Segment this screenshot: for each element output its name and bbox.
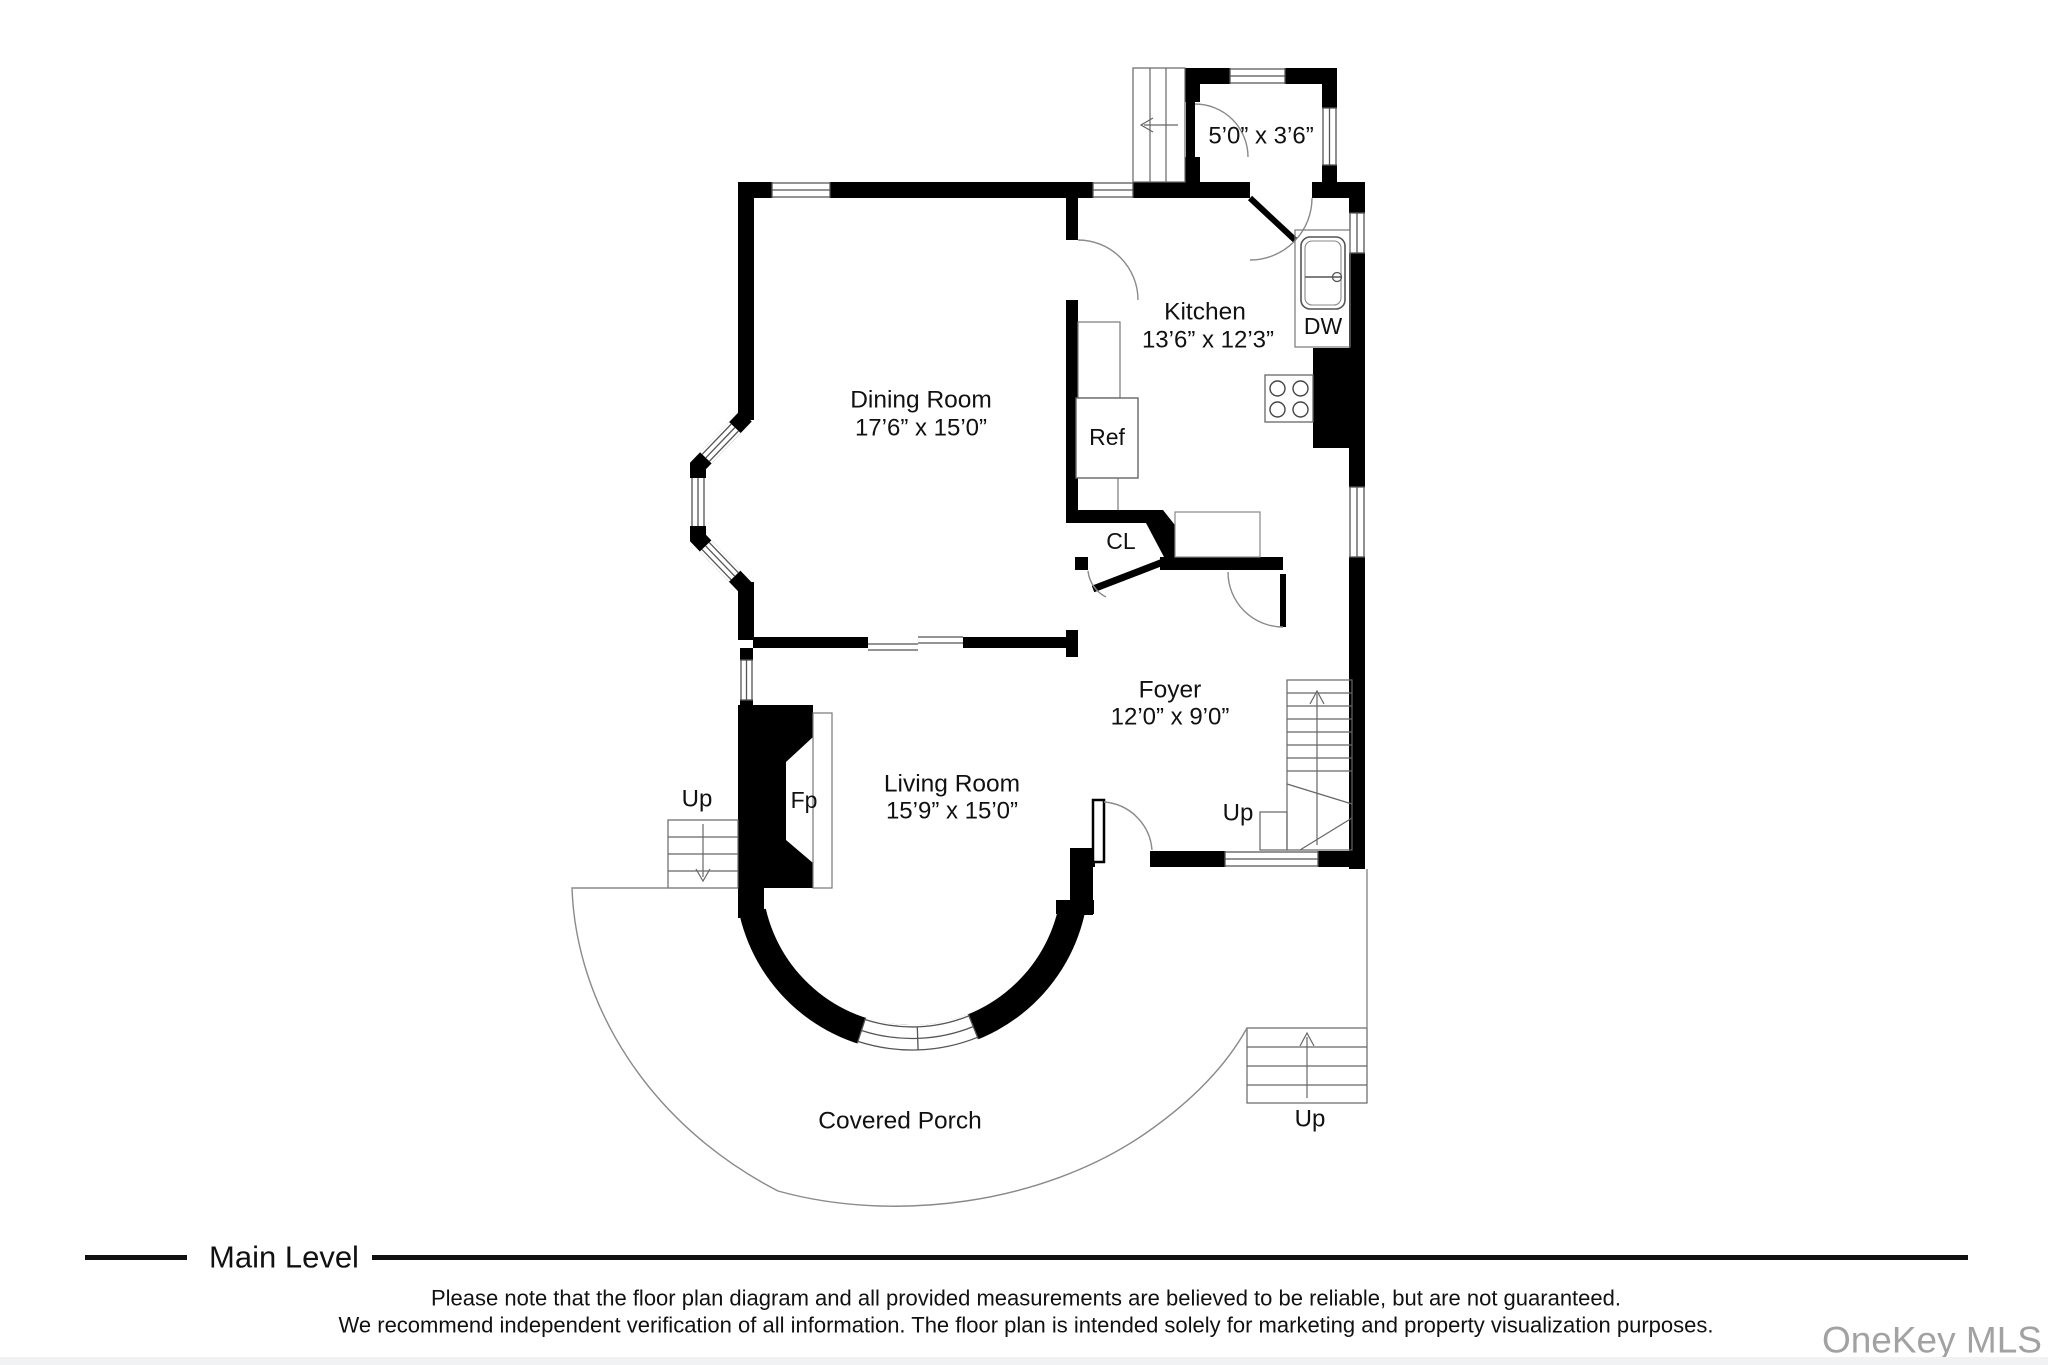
- kitchen-label: Kitchen: [1164, 299, 1246, 326]
- closet-label: CL: [1106, 528, 1136, 554]
- dining-room-label: Dining Room: [850, 387, 992, 414]
- bottom-strip: [0, 1357, 2048, 1365]
- window-icon: [1224, 851, 1319, 867]
- window-icon: [1092, 182, 1134, 198]
- dishwasher-label: DW: [1304, 313, 1343, 339]
- living-room-dims: 15’9” x 15’0”: [886, 798, 1018, 825]
- living-room-label: Living Room: [884, 771, 1020, 798]
- window-icon: [1322, 107, 1337, 166]
- level-rule-right: [372, 1255, 1968, 1260]
- stairs-side: [667, 819, 739, 889]
- refrigerator-label: Ref: [1089, 424, 1125, 450]
- closet-shelf: [1174, 511, 1261, 558]
- dining-room-dims: 17’6” x 15’0”: [855, 415, 987, 442]
- stairs-foyer: [1259, 679, 1353, 851]
- walls: [738, 68, 1365, 918]
- window-icon: [1229, 68, 1286, 84]
- fireplace-label: Fp: [791, 787, 818, 813]
- stove-icon: [1264, 374, 1314, 423]
- stairs-porch: [1246, 1027, 1368, 1104]
- vestibule-dims: 5’0” x 3’6”: [1208, 123, 1313, 150]
- kitchen-dims: 13’6” x 12’3”: [1142, 327, 1274, 354]
- door-icon: [1077, 239, 1139, 301]
- covered-porch-label: Covered Porch: [818, 1108, 981, 1135]
- porch-up-label: Up: [1295, 1106, 1326, 1133]
- stairs-back: [1132, 67, 1186, 183]
- foyer-dims: 12’0” x 9’0”: [1111, 704, 1230, 731]
- living-room-round-bay: [739, 908, 1085, 1054]
- footer: Main Level Please note that the floor pl…: [0, 1240, 2048, 1365]
- labels: 5’0” x 3’6” Kitchen 13’6” x 12’3” Dining…: [682, 123, 1343, 1135]
- doors: [1077, 102, 1313, 864]
- dishwasher-icon: [1294, 229, 1351, 348]
- window-icon: [1349, 212, 1365, 254]
- window-icon: [1349, 486, 1365, 558]
- refrigerator-icon: [1075, 321, 1139, 510]
- door-icon: [1247, 195, 1313, 261]
- dining-bay-window: [690, 410, 752, 594]
- level-rule-left: [85, 1255, 187, 1260]
- disclaimer-line-1: Please note that the floor plan diagram …: [431, 1286, 1621, 1311]
- foyer-label: Foyer: [1139, 677, 1202, 704]
- door-icon: [1091, 798, 1153, 864]
- door-icon: [1227, 571, 1286, 628]
- foyer-up-label: Up: [1223, 800, 1254, 827]
- side-up-label: Up: [682, 786, 713, 813]
- watermark: OneKey MLS: [1822, 1320, 2042, 1361]
- porch-outline: [571, 869, 1368, 1207]
- disclaimer-line-2: We recommend independent verification of…: [339, 1313, 1714, 1338]
- door-icon: [1087, 558, 1165, 598]
- window-icon: [771, 182, 831, 198]
- level-title: Main Level: [209, 1240, 359, 1275]
- fireplace-icon: [786, 712, 833, 889]
- window-icon: [740, 659, 753, 701]
- door-icon: [1186, 102, 1249, 158]
